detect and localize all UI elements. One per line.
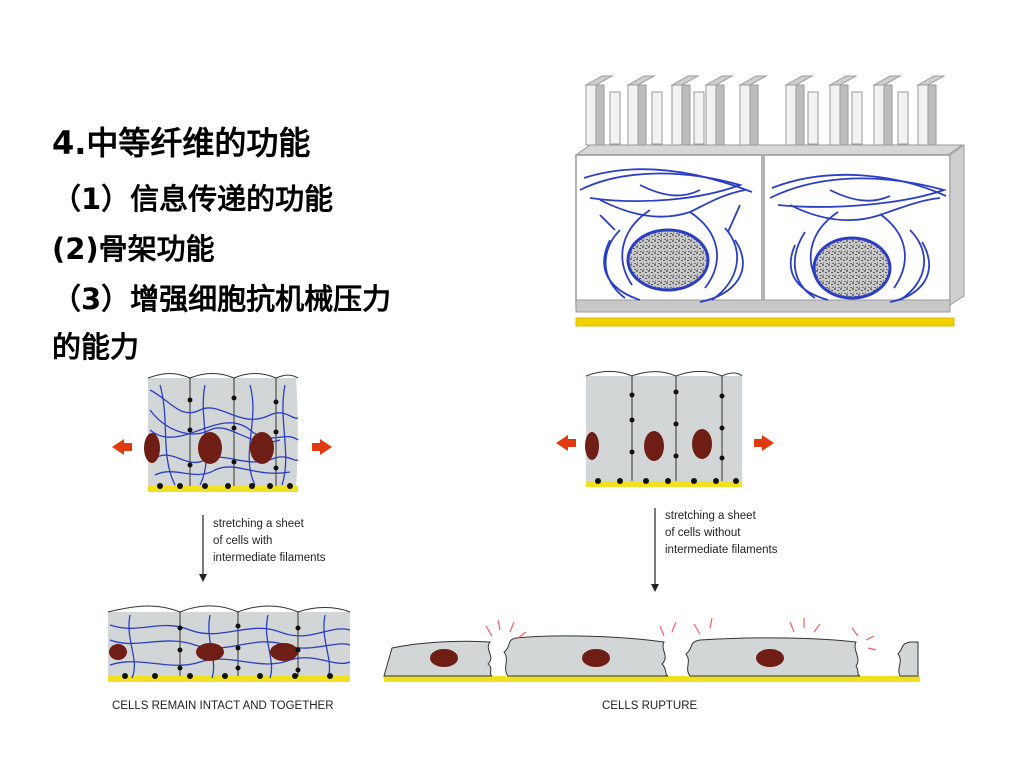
point-3: （3）增强细胞抗机械压力 — [52, 282, 392, 316]
nucleus-right — [812, 236, 892, 300]
right-result-label: CELLS RUPTURE — [602, 700, 698, 712]
right-caption: stretching a sheet of cells without inte… — [665, 510, 778, 556]
sheet-without-filaments-before — [585, 371, 743, 487]
slide-heading: 4.中等纤维的功能 — [52, 124, 311, 162]
point-3-continued: 的能力 — [52, 330, 140, 364]
stretch-arrows-right — [556, 435, 774, 451]
down-arrow-right — [651, 508, 659, 592]
left-caption: stretching a sheet of cells with interme… — [213, 518, 326, 564]
ruptured-cells — [383, 617, 920, 682]
nucleus-left — [626, 228, 710, 292]
point-2: (2)骨架功能 — [52, 232, 215, 266]
sheet-with-filaments-before — [144, 373, 299, 492]
point-1: （1）信息传递的功能 — [52, 182, 334, 216]
filament-network-left — [579, 168, 753, 303]
down-arrow-left — [199, 515, 207, 582]
stretch-arrows-left — [112, 439, 332, 455]
microvilli-columns — [584, 75, 946, 146]
left-result-label: CELLS REMAIN INTACT AND TOGETHER — [112, 700, 334, 712]
sheet-with-filaments-after — [107, 605, 351, 682]
epithelium-3d-diagram — [574, 75, 965, 327]
basement-membrane-3d — [575, 317, 955, 327]
